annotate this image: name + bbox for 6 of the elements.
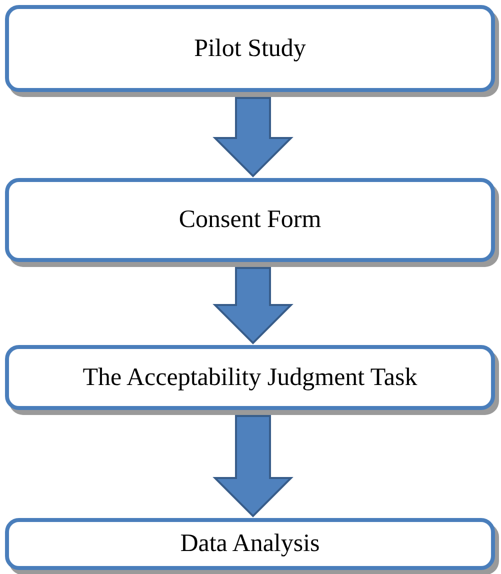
block-arrow — [212, 415, 294, 518]
box-label: Pilot Study — [194, 34, 306, 62]
box-label: Data Analysis — [180, 530, 320, 558]
box-label: The Acceptability Judgment Task — [82, 364, 418, 392]
block-arrow — [212, 267, 294, 344]
box-label: Consent Form — [178, 206, 322, 234]
